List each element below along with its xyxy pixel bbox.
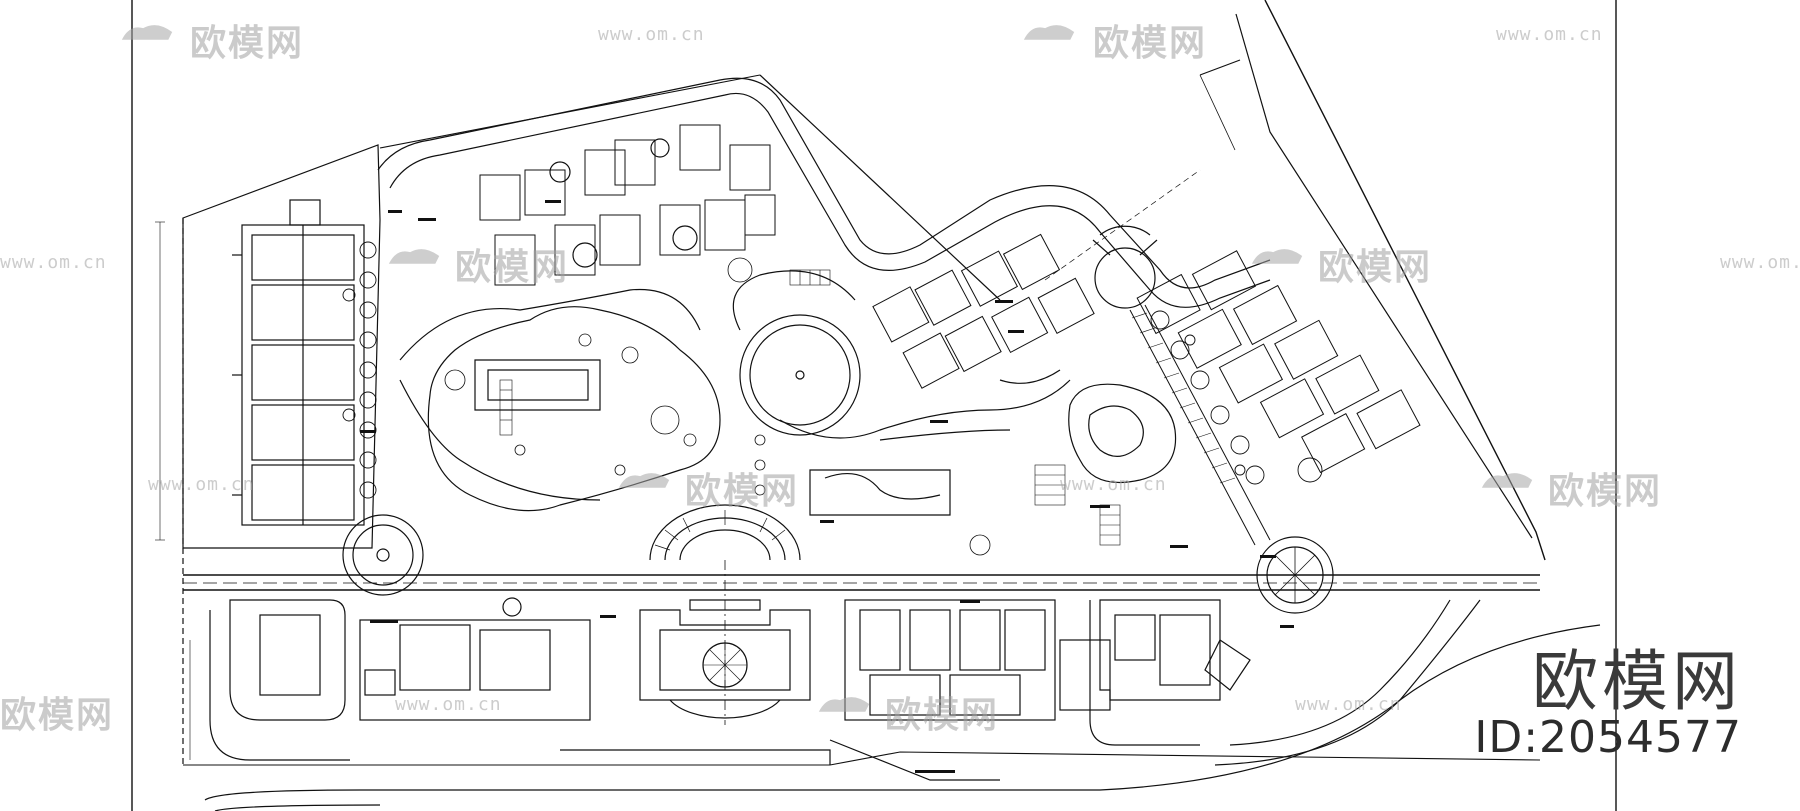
brand-label: 欧模网 bbox=[1532, 643, 1742, 720]
watermark-logo-icon bbox=[1251, 249, 1303, 264]
watermark-logo-icon bbox=[121, 25, 173, 40]
watermark-site-url: www.om.cn bbox=[148, 474, 255, 495]
watermark-brand-text: 欧模网 bbox=[885, 695, 1000, 736]
watermark-logo-icon bbox=[1481, 473, 1533, 488]
watermark-brand-text: 欧模网 bbox=[1548, 471, 1663, 512]
watermark-site-url: www.om.cn bbox=[1496, 24, 1603, 45]
watermark-site-url: www.om.cn bbox=[395, 694, 502, 715]
watermark-logo-icon bbox=[618, 473, 670, 488]
watermark-site-url: www.om.cn bbox=[1720, 252, 1800, 273]
model-id-label: ID:2054577 bbox=[1474, 712, 1742, 763]
watermark-site-url: www.om.cn bbox=[0, 252, 107, 273]
watermark-brand-text: 欧模网 bbox=[190, 23, 305, 64]
watermark-logo-icon bbox=[1023, 25, 1075, 40]
watermark-site-url: www.om.cn bbox=[598, 24, 705, 45]
watermark-brand-text: 欧模网 bbox=[455, 247, 570, 288]
watermark-site-url: www.om.cn bbox=[1295, 694, 1402, 715]
watermark-brand-text: 欧模网 bbox=[685, 471, 800, 512]
watermark-brand-text: 欧模网 bbox=[0, 695, 115, 736]
watermark-logo-icon bbox=[388, 249, 440, 264]
watermark-brand-text: 欧模网 bbox=[1318, 247, 1433, 288]
watermark-site-url: www.om.cn bbox=[1060, 474, 1167, 495]
watermark-logo-icon bbox=[818, 697, 870, 712]
watermark-brand-text: 欧模网 bbox=[1093, 23, 1208, 64]
